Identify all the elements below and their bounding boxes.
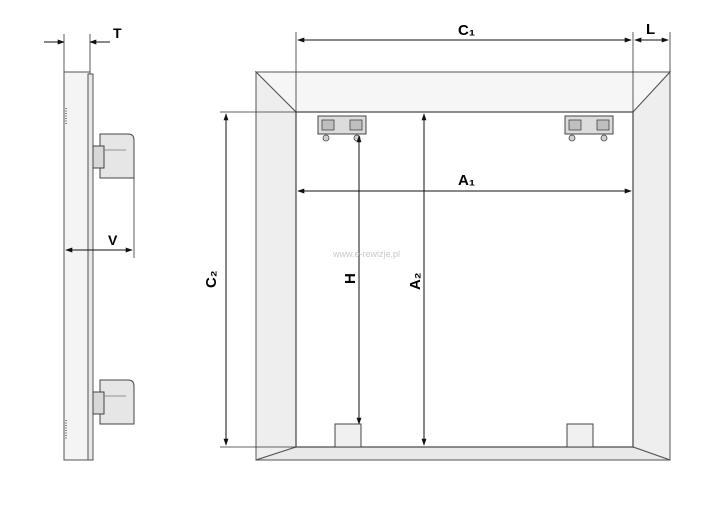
dimension-h: H — [342, 135, 362, 425]
dimension-v: V — [65, 178, 135, 258]
label-h: H — [342, 273, 359, 284]
inner-opening — [295, 111, 634, 448]
label-a1: A₁ — [458, 172, 475, 189]
watermark: www.e-rewizje.pl — [332, 249, 400, 259]
side-panel-body — [63, 71, 91, 461]
label-t: T — [113, 25, 122, 41]
bevel-left — [255, 70, 297, 461]
hinge-top-right — [564, 115, 614, 142]
dimension-a2: A₂ — [407, 113, 427, 446]
side-latch-top — [92, 133, 135, 179]
lock-plate-bottom-left — [334, 423, 362, 448]
dimension-a1: A₁ — [297, 172, 632, 194]
bevel-right — [632, 70, 671, 461]
side-latch-bottom — [92, 379, 135, 425]
label-c2: C₂ — [203, 271, 220, 289]
dimension-c2: C₂ — [203, 111, 296, 448]
dimension-c1: C₁ — [295, 22, 671, 112]
bevel-top — [254, 71, 672, 113]
lock-plate-bottom-right — [566, 423, 594, 448]
side-panel-face — [87, 73, 94, 461]
dimension-t: T — [44, 25, 122, 72]
label-a2: A₂ — [407, 273, 424, 291]
label-v: V — [108, 232, 118, 248]
dimension-l: L — [634, 21, 669, 43]
hinge-top-left — [317, 115, 367, 142]
label-l: L — [646, 21, 655, 38]
side-view: T V — [44, 25, 135, 461]
front-view: C₁ L A₁ C₂ H A₂ www.e-rewi — [203, 21, 672, 461]
bevel-bottom — [255, 446, 671, 461]
label-c1: C₁ — [458, 22, 475, 39]
